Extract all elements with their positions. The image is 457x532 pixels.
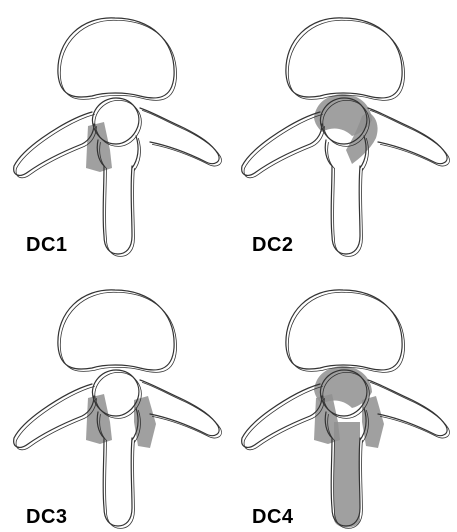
- vertebra-outline: [60, 20, 176, 100]
- vertebra-outline: [331, 166, 360, 254]
- vertebra-outline: [242, 384, 322, 447]
- vertebra-outline: [103, 438, 132, 526]
- vertebra-diagram: [0, 0, 228, 266]
- vertebra-diagram: [228, 0, 456, 266]
- vertebra-outline: [16, 114, 96, 177]
- vertebra-outline: [14, 112, 94, 175]
- vertebra-diagram: [0, 266, 228, 532]
- vertebra-outline: [288, 20, 404, 100]
- vertebra-outline: [103, 166, 132, 254]
- vertebra-outline: [328, 142, 335, 168]
- vertebra-outline: [244, 386, 324, 449]
- vertebra-outline: [288, 292, 404, 372]
- vertebra-outline: [370, 110, 449, 166]
- shaded-region-right-lamina: [134, 396, 156, 448]
- vertebra-outline: [142, 110, 221, 166]
- vertebra-outline: [286, 290, 402, 370]
- vertebra-diagram: [228, 266, 456, 532]
- vertebra-group: [242, 18, 450, 257]
- panel-dc4: DC4: [228, 266, 456, 532]
- vertebra-outline: [334, 168, 363, 256]
- panel-label: DC3: [26, 506, 68, 529]
- panel-dc1: DC1: [0, 0, 228, 266]
- vertebra-outline: [106, 168, 135, 256]
- vertebra-group: [14, 290, 222, 529]
- vertebra-outline: [60, 292, 176, 372]
- vertebra-outline: [325, 140, 332, 166]
- shaded-region-right-lamina: [362, 396, 384, 448]
- panel-dc2: DC2: [228, 0, 456, 266]
- vertebra-group: [242, 290, 450, 529]
- shaded-region-left-lamina: [86, 122, 112, 172]
- vertebra-outline: [286, 18, 402, 98]
- vertebra-outline: [244, 114, 324, 177]
- vertebra-outline: [368, 108, 447, 164]
- vertebra-group: [14, 18, 222, 257]
- vertebra-outline: [14, 384, 94, 447]
- vertebra-outline: [92, 370, 138, 416]
- vertebra-outline: [132, 136, 138, 168]
- shaded-region-spinous-process: [334, 422, 360, 528]
- vertebra-outline: [16, 386, 96, 449]
- panel-label: DC2: [252, 234, 294, 257]
- panel-label: DC4: [252, 506, 294, 529]
- vertebra-outline: [140, 108, 219, 164]
- panel-label: DC1: [26, 234, 68, 257]
- panel-dc3: DC3: [0, 266, 228, 532]
- vertebra-outline: [58, 290, 174, 370]
- vertebra-outline: [242, 112, 322, 175]
- vertebra-outline: [58, 18, 174, 98]
- vertebra-outline: [92, 98, 138, 144]
- vertebra-outline: [106, 440, 135, 528]
- shaded-region-left-lamina: [86, 394, 112, 444]
